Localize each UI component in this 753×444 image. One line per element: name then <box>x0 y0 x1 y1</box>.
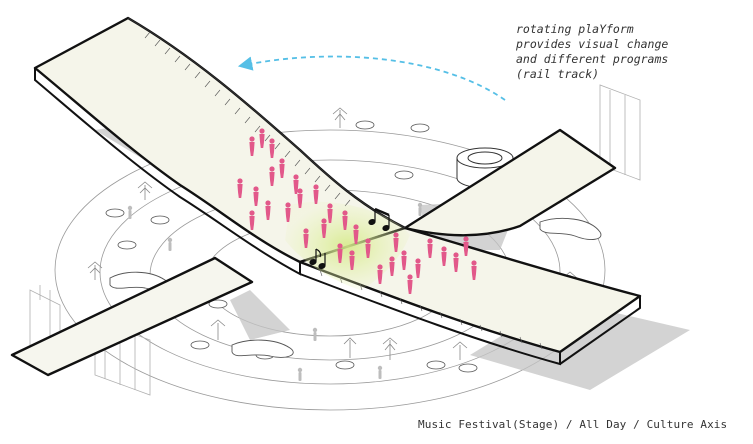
crowd-person <box>342 210 348 230</box>
crowd-person <box>253 186 259 206</box>
context-trees <box>87 107 578 360</box>
crowd-person <box>269 138 275 158</box>
music-note-icon <box>309 248 326 270</box>
crowd-person <box>249 136 255 156</box>
annotation-line: rotating plaYform <box>516 22 634 36</box>
rotation-arrow-icon <box>237 55 506 101</box>
annotation-line: (rail track) <box>516 67 600 81</box>
crowd-person <box>285 202 291 222</box>
crowd-person <box>401 250 407 270</box>
crowd-person <box>249 210 255 230</box>
crowd-person <box>393 232 399 252</box>
rotation-annotation: rotating plaYform provides visual change… <box>516 22 746 82</box>
crowd-person <box>327 203 333 223</box>
diagram-caption: Music Festival(Stage) / All Day / Cultur… <box>418 418 728 431</box>
crowd-person <box>321 218 327 238</box>
crowd-person <box>269 166 275 186</box>
crowd-person <box>265 200 271 220</box>
double-music-note-icon <box>368 207 390 232</box>
crowd-person <box>349 250 355 270</box>
crowd-person <box>463 236 469 256</box>
platform-arm-lower-left <box>10 256 254 377</box>
crowd-person <box>427 238 433 258</box>
plaza-benches <box>109 217 602 358</box>
crowd-person <box>407 274 413 294</box>
crowd-person <box>389 256 395 276</box>
crowd-person <box>441 246 447 266</box>
crowd-person <box>237 178 243 198</box>
crowd-person <box>337 243 343 263</box>
annotation-line: and different programs <box>516 52 669 66</box>
crowd-person <box>353 224 359 244</box>
crowd-person <box>293 174 299 194</box>
crowd-person <box>377 264 383 284</box>
crowd-person <box>365 238 371 258</box>
crowd-person <box>279 158 285 178</box>
crowd-person <box>453 252 459 272</box>
annotation-line: provides visual change <box>516 37 669 51</box>
crowd-person <box>303 228 309 248</box>
crowd-person <box>259 128 265 148</box>
crowd-person <box>297 188 303 208</box>
crowd-person <box>471 260 477 280</box>
festival-crowd <box>237 128 477 294</box>
crowd-person <box>313 184 319 204</box>
crowd-person <box>415 258 421 278</box>
